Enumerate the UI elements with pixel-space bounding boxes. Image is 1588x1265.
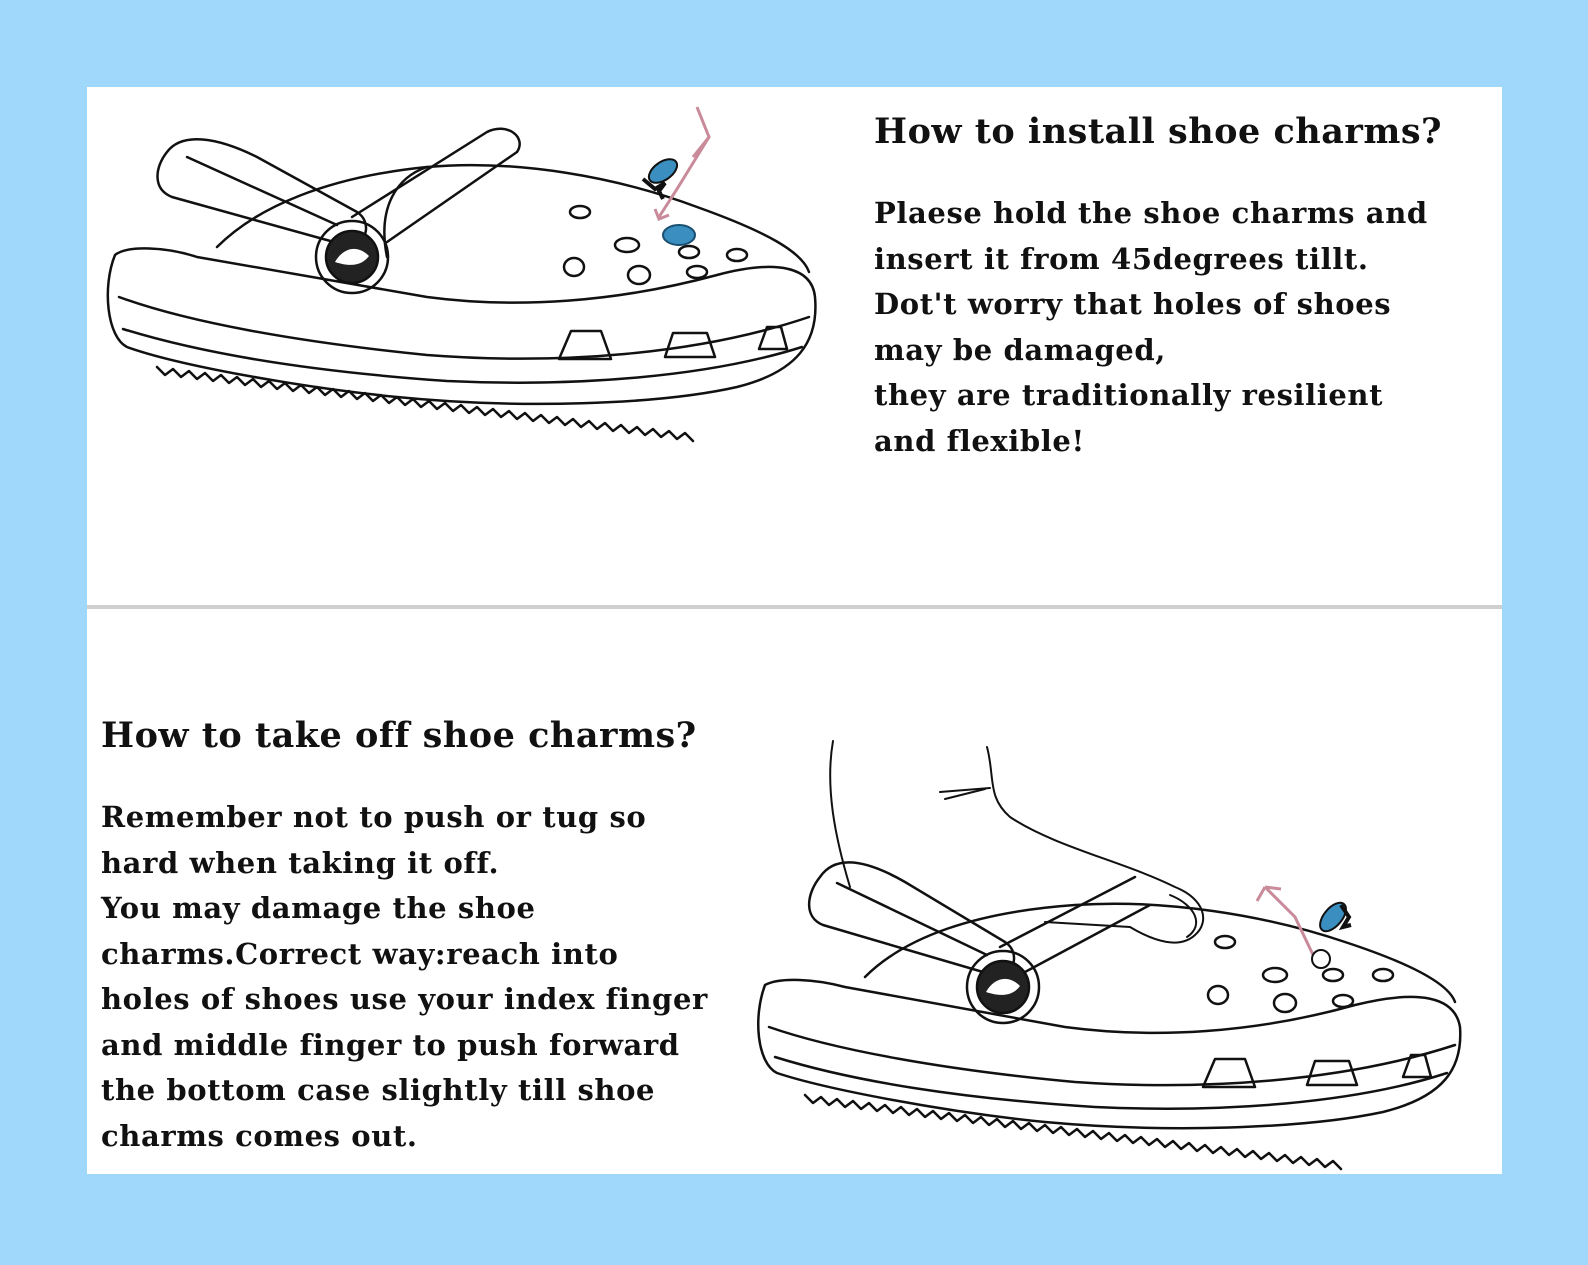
shoe-charm-icon (641, 158, 679, 200)
remove-arrow-icon (1255, 885, 1317, 960)
clog-shoe-icon (757, 861, 1462, 1171)
remove-line: hard when taking it off. (101, 845, 500, 880)
install-title: How to install shoe charms? (874, 111, 1443, 152)
hand-illustration (829, 740, 1205, 944)
insert-arrow-icon (653, 106, 711, 221)
remove-line: holes of shoes use your index finger (101, 982, 708, 1016)
remove-line: You may damage the shoe (101, 891, 536, 925)
section-divider (87, 605, 1502, 609)
install-line: and flexible! (874, 423, 1085, 458)
install-line: may be damaged, (874, 332, 1166, 367)
clog-shoe-icon (106, 127, 817, 443)
shoe-charm-icon (662, 224, 696, 246)
remove-instructions: Remember not to push or tug so hard when… (101, 795, 708, 1159)
install-line: they are traditionally resilient (874, 378, 1384, 412)
remove-line: and middle finger to push forward (101, 1027, 680, 1062)
shoe-charm-icon (1311, 901, 1352, 969)
install-line: Plaese hold the shoe charms and (874, 196, 1428, 230)
install-line: Dot't worry that holes of shoes (874, 287, 1392, 321)
remove-shoe-illustration (757, 740, 1462, 1171)
install-instructions: Plaese hold the shoe charms and insert i… (874, 191, 1428, 464)
install-line: insert it from 45degrees tillt. (874, 241, 1369, 276)
remove-line: charms comes out. (101, 1118, 418, 1153)
install-shoe-illustration (106, 106, 817, 443)
remove-line: charms.Correct way:reach into (101, 936, 619, 971)
remove-line: Remember not to push or tug so (101, 800, 647, 834)
instruction-card: How to install shoe charms? Plaese hold … (87, 87, 1502, 1174)
remove-title: How to take off shoe charms? (101, 715, 697, 756)
remove-line: the bottom case slightly till shoe (101, 1073, 656, 1107)
